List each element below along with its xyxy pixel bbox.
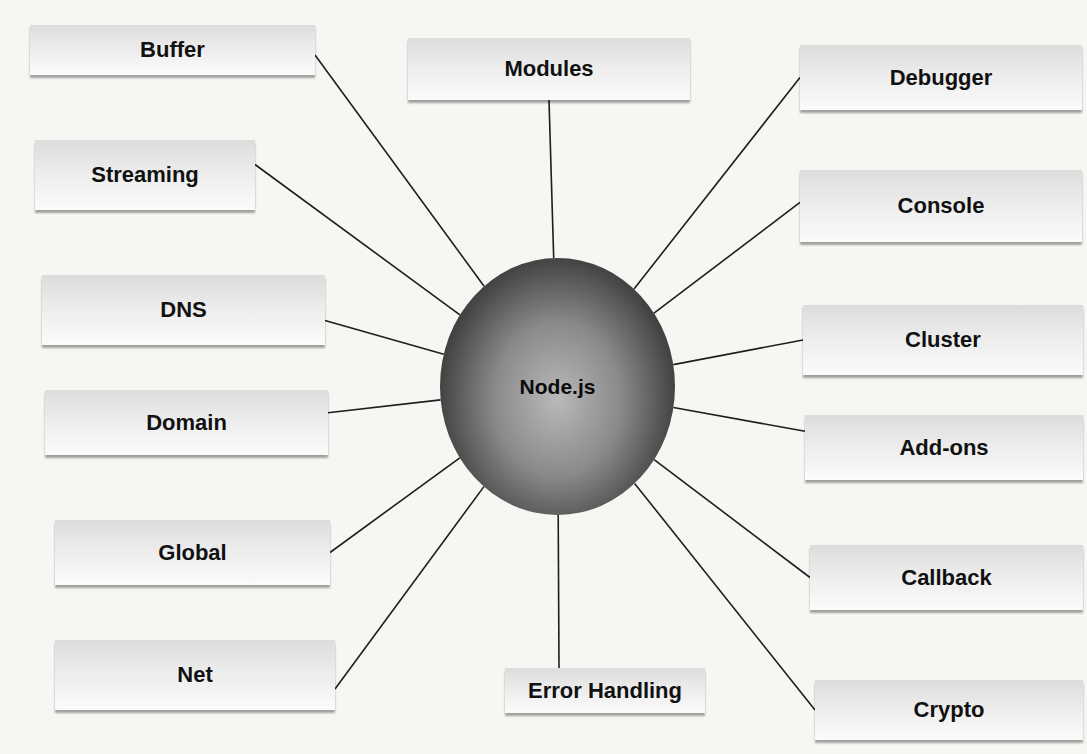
spoke-line	[335, 487, 484, 689]
spoke-line	[328, 400, 441, 413]
topic-label: Crypto	[914, 697, 985, 723]
spoke-line	[673, 340, 803, 365]
topic-label: DNS	[160, 297, 206, 323]
topic-box: Add-ons	[805, 415, 1083, 480]
topic-label: Add-ons	[899, 435, 988, 461]
hub-circle: Node.js	[440, 258, 675, 515]
topic-label: Cluster	[905, 327, 981, 353]
topic-label: Net	[177, 662, 212, 688]
topic-box: Cluster	[803, 305, 1083, 375]
topic-box: Debugger	[800, 45, 1082, 110]
topic-box: Streaming	[35, 140, 255, 210]
topic-box: Modules	[408, 38, 690, 100]
topic-label: Callback	[901, 565, 992, 591]
topic-label: Error Handling	[528, 678, 682, 704]
topic-box: Error Handling	[505, 668, 705, 713]
topic-box: Callback	[810, 545, 1083, 610]
topic-label: Modules	[504, 56, 593, 82]
spoke-line	[654, 202, 800, 313]
topic-box: Crypto	[815, 680, 1083, 740]
spoke-line	[557, 515, 559, 668]
spoke-line	[330, 458, 460, 553]
topic-label: Domain	[146, 410, 227, 436]
topic-label: Buffer	[140, 37, 205, 63]
topic-box: Global	[55, 520, 330, 585]
topic-box: DNS	[42, 275, 325, 345]
spoke-line	[654, 460, 810, 578]
spoke-line	[634, 78, 800, 290]
topic-label: Console	[898, 193, 985, 219]
topic-box: Console	[800, 170, 1082, 242]
spoke-line	[673, 408, 805, 432]
topic-box: Net	[55, 640, 335, 710]
topic-box: Domain	[45, 390, 328, 455]
topic-label: Debugger	[890, 65, 993, 91]
spoke-line	[325, 321, 444, 355]
spoke-line	[549, 100, 554, 258]
topic-label: Streaming	[91, 162, 199, 188]
topic-label: Global	[158, 540, 226, 566]
hub-label: Node.js	[520, 375, 596, 399]
topic-box: Buffer	[30, 25, 315, 75]
